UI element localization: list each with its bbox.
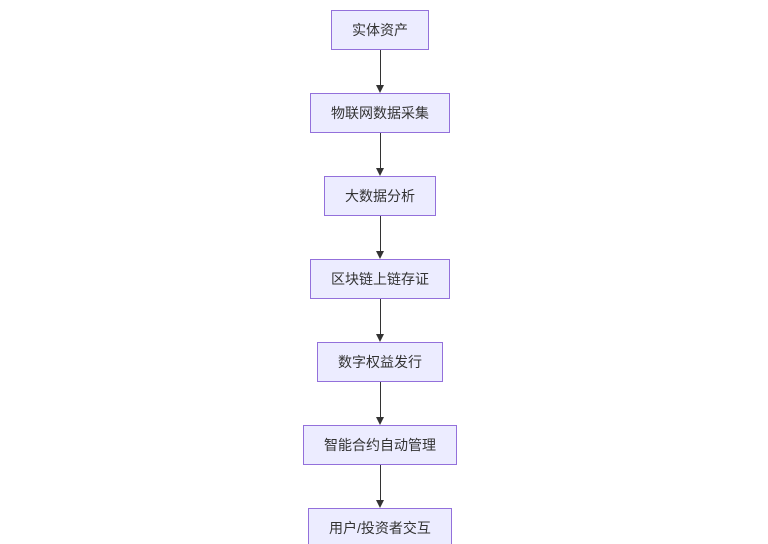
arrowhead-down-icon (376, 85, 384, 93)
flow-node-big-data-analysis: 大数据分析 (324, 176, 436, 216)
arrow-shaft (379, 216, 381, 251)
edge-arrow-3 (376, 216, 384, 259)
flow-node-user-investor-interaction: 用户/投资者交互 (308, 508, 452, 544)
flow-node-smart-contract-management: 智能合约自动管理 (303, 425, 457, 465)
flow-node-iot-data-collection: 物联网数据采集 (310, 93, 450, 133)
arrow-shaft (379, 382, 381, 417)
flow-node-physical-assets: 实体资产 (331, 10, 429, 50)
flow-node-digital-rights-issuance: 数字权益发行 (317, 342, 443, 382)
edge-arrow-2 (376, 133, 384, 176)
edge-arrow-6 (376, 465, 384, 508)
edge-arrow-5 (376, 382, 384, 425)
edge-arrow-4 (376, 299, 384, 342)
flowchart-column: 实体资产 物联网数据采集 大数据分析 区块链上链存证 数字权益发行 智能合约自动… (0, 10, 760, 544)
arrowhead-down-icon (376, 334, 384, 342)
arrowhead-down-icon (376, 168, 384, 176)
arrow-shaft (379, 299, 381, 334)
arrowhead-down-icon (376, 251, 384, 259)
arrowhead-down-icon (376, 417, 384, 425)
flow-node-blockchain-attestation: 区块链上链存证 (310, 259, 450, 299)
edge-arrow-1 (376, 50, 384, 93)
arrow-shaft (379, 50, 381, 85)
arrow-shaft (379, 133, 381, 168)
arrow-shaft (379, 465, 381, 500)
arrowhead-down-icon (376, 500, 384, 508)
